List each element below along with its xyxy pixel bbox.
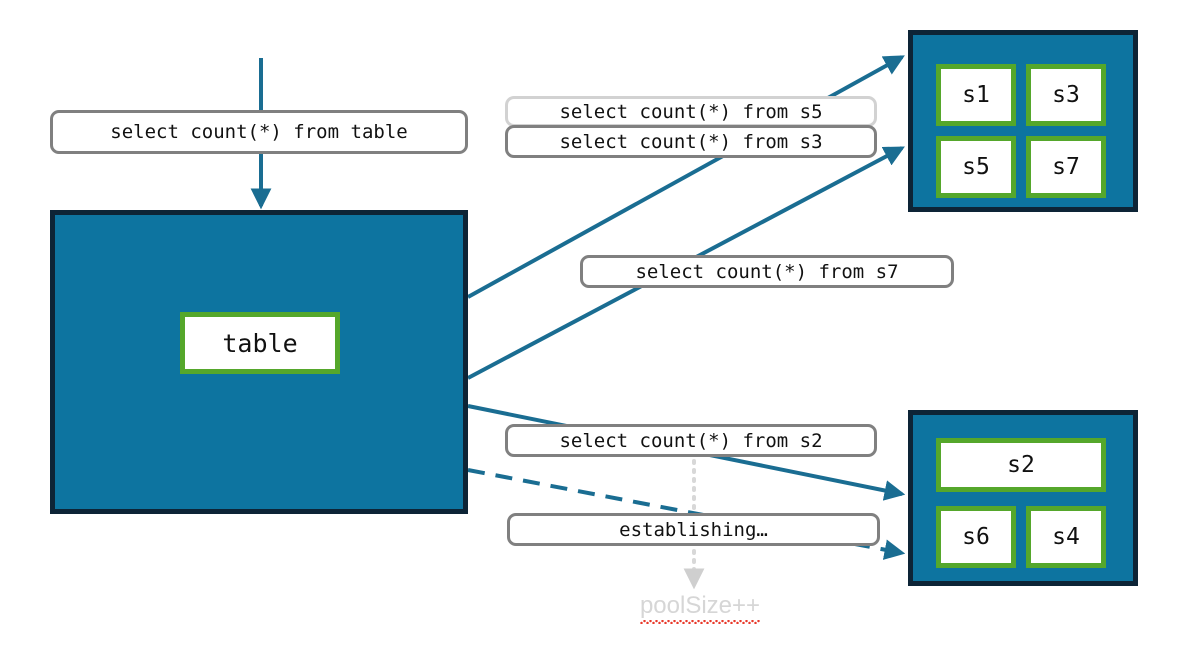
pool-cell-s3[interactable]: s3 [1026, 64, 1106, 126]
pool-cell-s4[interactable]: s4 [1026, 506, 1106, 568]
query-chip-s2[interactable]: select count(*) from s2 [505, 424, 877, 457]
query-chip-s3-label: select count(*) from s3 [559, 130, 823, 153]
pool-cell-s5-label: s5 [962, 154, 990, 180]
table-cell-label: table [222, 328, 298, 358]
pool-cell-s2[interactable]: s2 [936, 438, 1106, 492]
pool-cell-s4-label: s4 [1052, 524, 1080, 550]
query-chip-s5-label: select count(*) from s5 [559, 100, 823, 123]
pool-size-annotation-label: poolSize++ [639, 592, 761, 624]
status-chip-establishing[interactable]: establishing… [507, 513, 880, 546]
query-chip-s5[interactable]: select count(*) from s5 [505, 96, 877, 127]
pool-cell-s7-label: s7 [1052, 154, 1080, 180]
pool-cell-s5[interactable]: s5 [936, 136, 1016, 198]
pool-cell-s6[interactable]: s6 [936, 506, 1016, 568]
pool-cell-s6-label: s6 [962, 524, 990, 550]
query-chip-s7[interactable]: select count(*) from s7 [580, 255, 954, 288]
pool-cell-s3-label: s3 [1052, 82, 1080, 108]
query-chip-s2-label: select count(*) from s2 [559, 429, 823, 452]
pool-cell-s1-label: s1 [962, 82, 990, 108]
pool-size-annotation: poolSize++ [620, 592, 780, 624]
table-cell[interactable]: table [180, 312, 340, 374]
pool-cell-s2-label: s2 [1007, 452, 1035, 478]
status-chip-establishing-label: establishing… [619, 518, 768, 541]
query-chip-table-label: select count(*) from table [110, 121, 408, 143]
query-chip-s7-label: select count(*) from s7 [635, 260, 899, 283]
pool-cell-s7[interactable]: s7 [1026, 136, 1106, 198]
query-chip-s3[interactable]: select count(*) from s3 [505, 125, 877, 158]
pool-cell-s1[interactable]: s1 [936, 64, 1016, 126]
query-chip-table[interactable]: select count(*) from table [50, 110, 468, 154]
